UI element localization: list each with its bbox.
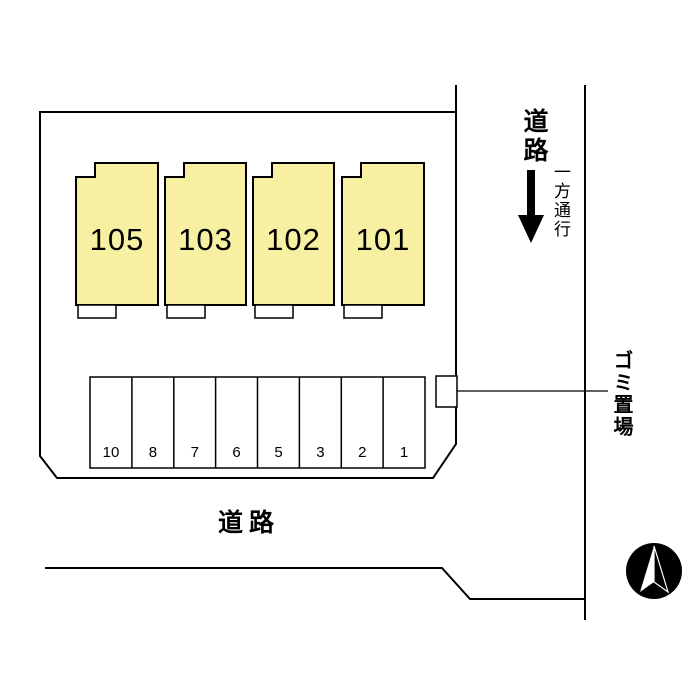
- building-label-103: 103: [178, 222, 233, 257]
- building-105-entrance: [77, 304, 117, 319]
- building-101-shape: [341, 162, 425, 319]
- parking-stall-number: 8: [148, 444, 158, 461]
- parking-stall-number: 3: [316, 444, 325, 461]
- plot-boundary: [39, 111, 457, 479]
- garbage-area-label: ゴミ置場: [610, 350, 632, 438]
- one-way-arrow-icon: [518, 170, 544, 243]
- parking-stall-number: 2: [358, 444, 367, 461]
- building-label-102: 102: [266, 222, 321, 257]
- one-way-label: 一方通行: [551, 163, 570, 239]
- parking-stall-number: 1: [399, 444, 409, 461]
- building-102-entrance: [254, 304, 294, 319]
- building-103-entrance: [166, 304, 206, 319]
- building-103-shape: [164, 162, 247, 319]
- building-102-shape: [252, 162, 335, 319]
- parking-stall-number: 10: [102, 444, 120, 461]
- road-label-bottom: 道路: [218, 509, 281, 537]
- north-compass-icon: [626, 543, 682, 599]
- garbage-box: [435, 375, 458, 408]
- parking-stall-number: 7: [190, 444, 199, 461]
- building-105-shape: [75, 162, 159, 319]
- building-label-101: 101: [355, 222, 411, 257]
- parking-stall-number: 5: [274, 444, 283, 461]
- parking-stall-number: 6: [232, 444, 241, 461]
- road-line-bottom: [45, 567, 585, 600]
- road-label-right: 道路: [520, 108, 548, 166]
- parking-area: [89, 376, 426, 469]
- building-label-105: 105: [89, 222, 145, 257]
- building-101-entrance: [343, 304, 383, 319]
